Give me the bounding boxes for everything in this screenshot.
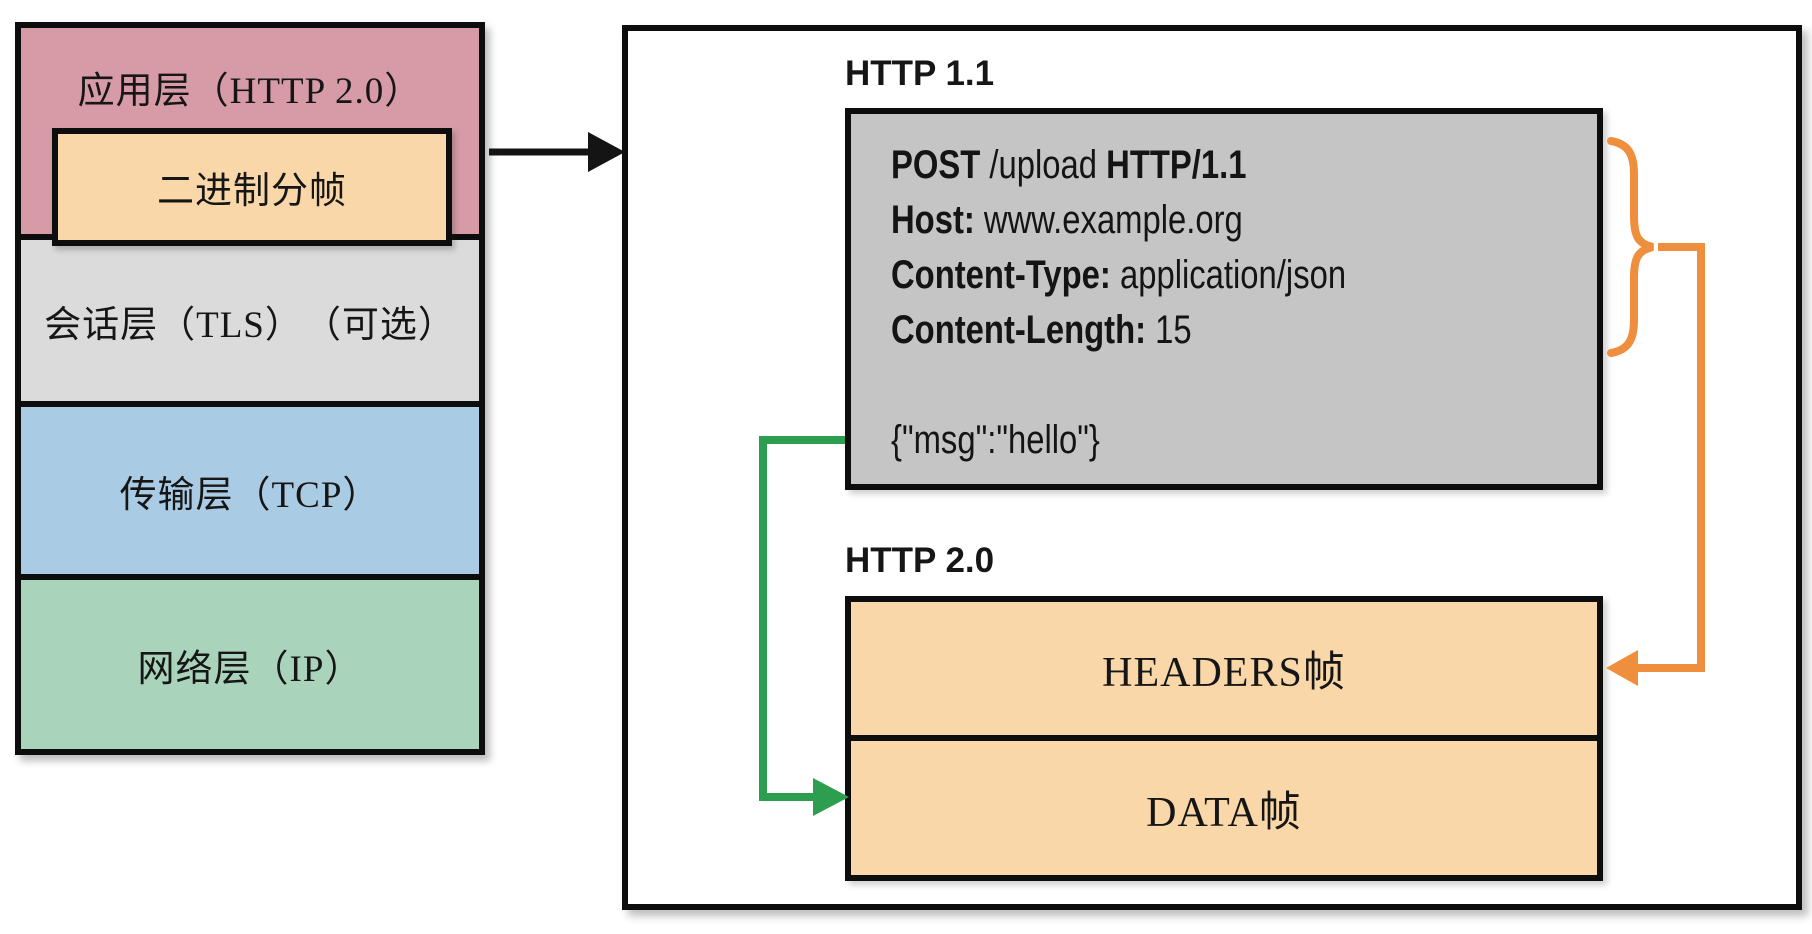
http20-label: HTTP 2.0 [845, 541, 995, 580]
request-line-4: Content-Length: 15 [891, 308, 1192, 352]
layer-transport-label: 传输层（TCP） [119, 474, 381, 516]
http11-request-box: POST /upload HTTP/1.1 Host: www.example.… [845, 108, 1603, 490]
layer-session-label: 会话层（TLS） （可选） [44, 304, 456, 346]
http11-label: HTTP 1.1 [845, 54, 995, 93]
request-line-3: Content-Type: application/json [891, 253, 1347, 297]
request-line-1: POST /upload HTTP/1.1 [891, 143, 1247, 187]
request-body: {"msg":"hello"} [891, 418, 1100, 462]
http2-frames-stack: HEADERS帧 DATA帧 [845, 596, 1603, 881]
layer-transport: 传输层（TCP） [21, 407, 479, 580]
data-frame-label: DATA帧 [1146, 789, 1302, 836]
layer-network-label: 网络层（IP） [137, 648, 363, 690]
data-frame: DATA帧 [851, 741, 1597, 875]
request-line-2: Host: www.example.org [891, 198, 1243, 242]
binary-framing-label: 二进制分帧 [157, 171, 347, 212]
stack-to-panel-arrow-icon [489, 132, 625, 172]
headers-frame-label: HEADERS帧 [1102, 650, 1346, 696]
layer-application-label: 应用层（HTTP 2.0） [77, 71, 423, 112]
headers-frame: HEADERS帧 [851, 602, 1597, 741]
layer-session: 会话层（TLS） （可选） [21, 240, 479, 407]
layer-network: 网络层（IP） [21, 580, 479, 749]
binary-framing-box: 二进制分帧 [52, 128, 452, 246]
